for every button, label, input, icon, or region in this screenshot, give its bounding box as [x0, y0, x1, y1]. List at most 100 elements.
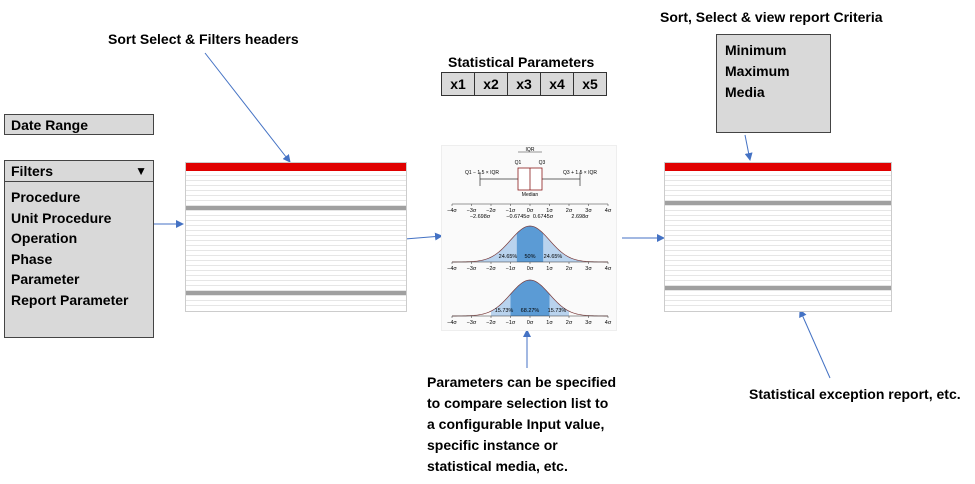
pct-bottom-left: 15.73%: [495, 308, 514, 314]
arrow-table-to-stats: [404, 232, 443, 241]
date-range-box[interactable]: Date Range: [4, 114, 154, 135]
table-row: [665, 211, 891, 216]
parameters-note: Parameters can be specified to compare s…: [427, 372, 627, 477]
statistics-figure: IQR Q1 Q3 Median Q1 − 1.5 × IQR Q3 + 1.5…: [441, 145, 617, 331]
parameter-x3[interactable]: x3: [507, 73, 540, 95]
parameter-x4[interactable]: x4: [540, 73, 573, 95]
table-header-row: [665, 163, 891, 171]
table-row: [665, 261, 891, 266]
pct-mid-center: 50%: [524, 254, 535, 260]
table-row: [665, 196, 891, 201]
sigma-tick-label: −4σ: [447, 320, 457, 326]
table-row: [186, 176, 406, 181]
dropdown-arrow-icon[interactable]: ▼: [135, 164, 147, 178]
sigma-tick-label: 0σ: [527, 320, 534, 326]
table-row: [665, 236, 891, 241]
sigma-tick-label: 2σ: [566, 320, 573, 326]
mark-minus-06745: −0.6745σ: [506, 214, 530, 220]
sigma-tick-label: 2σ: [566, 208, 573, 214]
table-row: [186, 241, 406, 246]
filters-header[interactable]: Filters ▼: [5, 161, 153, 182]
table-row: [665, 256, 891, 261]
table-row: [665, 296, 891, 301]
table-row: [665, 276, 891, 281]
sigma-tick-label: −3σ: [467, 208, 477, 214]
sigma-tick-label: −1σ: [506, 320, 516, 326]
sigma-tick-label: 4σ: [605, 208, 612, 214]
sort-select-filters-label: Sort Select & Filters headers: [108, 31, 299, 47]
table-row: [186, 236, 406, 241]
sigma-tick-label: 4σ: [605, 320, 612, 326]
filter-item-parameter[interactable]: Parameter: [11, 271, 80, 287]
note-line: statistical media, etc.: [427, 458, 568, 474]
sigma-tick-label: −1σ: [506, 208, 516, 214]
sigma-tick-label: −3σ: [467, 320, 477, 326]
pct-mid-left: 24.65%: [499, 254, 518, 260]
parameter-x5[interactable]: x5: [573, 73, 606, 95]
criteria-maximum[interactable]: Maximum: [725, 63, 790, 79]
parameter-x2[interactable]: x2: [474, 73, 507, 95]
table-row: [186, 296, 406, 301]
note-line: a configurable Input value,: [427, 416, 605, 432]
table-row: [186, 246, 406, 251]
table-row: [665, 186, 891, 191]
normal-curve-mid-line: [451, 225, 609, 263]
table-row: [665, 301, 891, 306]
sigma-tick-label: 3σ: [585, 208, 592, 214]
table-row: [665, 251, 891, 256]
filter-item-operation[interactable]: Operation: [11, 230, 78, 246]
arrow-sort-to-table: [204, 52, 291, 163]
table-row: [186, 271, 406, 276]
table-row: [186, 276, 406, 281]
mark-plus-06745: 0.6745σ: [533, 214, 554, 220]
table-row: [186, 261, 406, 266]
sigma-tick-label: 3σ: [585, 266, 592, 272]
parameter-x1[interactable]: x1: [450, 76, 466, 92]
table-row: [665, 281, 891, 286]
table-row: [665, 181, 891, 186]
filter-item-report-parameter[interactable]: Report Parameter: [11, 291, 129, 308]
sigma-tick-label: −2σ: [486, 320, 496, 326]
filters-list: Procedure Unit Procedure Operation Phase…: [5, 182, 153, 310]
pct-bottom-right: 15.73%: [548, 308, 567, 314]
table-row: [186, 201, 406, 206]
filters-title: Filters: [11, 163, 54, 179]
table-row: [665, 216, 891, 221]
note-line: Parameters can be specified: [427, 374, 617, 390]
filter-item-procedure[interactable]: Procedure: [11, 189, 81, 205]
mark-minus-2698: −2.698σ: [470, 214, 491, 220]
sigma-tick-label: 2σ: [566, 266, 573, 272]
table-row: [665, 286, 891, 291]
table-row: [186, 191, 406, 196]
parameter-row: x1 x2 x3 x4 x5: [441, 72, 607, 96]
table-row: [186, 231, 406, 236]
filter-item-unit-procedure[interactable]: Unit Procedure: [11, 209, 112, 226]
table-row: [186, 171, 406, 176]
table-row: [665, 191, 891, 196]
sigma-tick-label: 0σ: [527, 208, 534, 214]
mark-plus-2698: 2.698σ: [571, 214, 589, 220]
exception-report-label: Statistical exception report, etc.: [749, 386, 961, 402]
sigma-tick-label: 4σ: [605, 266, 612, 272]
note-line: specific instance or: [427, 437, 558, 453]
filter-item-phase[interactable]: Phase: [11, 250, 53, 267]
iqr-label: IQR: [526, 147, 535, 153]
table-row: [186, 211, 406, 216]
note-line: to compare selection list to: [427, 395, 609, 411]
table-row: [186, 281, 406, 286]
q1-label: Q1: [515, 160, 522, 166]
table-row: [186, 181, 406, 186]
sigma-tick-label: 1σ: [546, 266, 553, 272]
pct-bottom-center: 68.27%: [521, 308, 540, 314]
table-row: [665, 231, 891, 236]
table-row: [665, 226, 891, 231]
table-header-row: [186, 163, 406, 171]
table-row: [186, 251, 406, 256]
criteria-minimum[interactable]: Minimum: [725, 42, 787, 58]
criteria-media[interactable]: Media: [725, 84, 765, 100]
q3-label: Q3: [539, 160, 546, 166]
sigma-tick-label: 3σ: [585, 320, 592, 326]
sigma-tick-label: 1σ: [546, 320, 553, 326]
